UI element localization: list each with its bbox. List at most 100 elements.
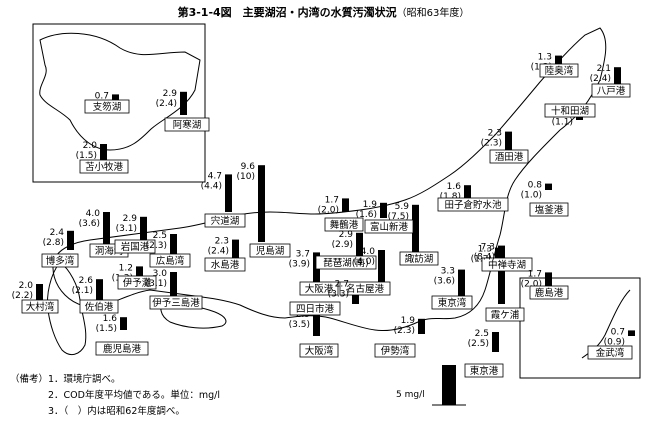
value-63-19: 2.0 — [19, 281, 34, 291]
label-box-32 — [289, 301, 341, 316]
category-label-23: 琵琶湖(南) — [323, 257, 368, 269]
value-62-5: (1.5) — [76, 151, 97, 161]
value-63-0: 1.3 — [538, 53, 552, 63]
bar-15 — [140, 216, 147, 240]
value-63-30: 7.3 — [481, 243, 495, 253]
label-box-1 — [591, 83, 631, 98]
bar-35 — [628, 330, 635, 336]
category-label-7: 宍道湖 — [211, 215, 240, 227]
value-63-5: 2.0 — [83, 141, 98, 151]
value-63-27: 1.7 — [528, 269, 542, 279]
value-62-13: (2.8) — [43, 238, 64, 248]
label-box-25 — [399, 251, 439, 266]
bar-18 — [232, 239, 239, 258]
bar-4 — [180, 91, 187, 115]
value-63-28: 1.6 — [103, 314, 118, 324]
value-62-10: (1.6) — [356, 210, 377, 220]
label-box-10 — [364, 219, 414, 234]
category-label-19: 大村湾 — [26, 301, 55, 313]
category-label-13: 博多湾 — [46, 255, 75, 267]
category-label-2: 十和田湖 — [551, 105, 589, 117]
value-63-18: 2.3 — [215, 237, 229, 247]
value-62-29: (3.6) — [434, 277, 455, 287]
value-63-7: 4.7 — [208, 171, 222, 181]
value-62-1: (2.4) — [590, 74, 611, 84]
category-label-27: 鹿島港 — [535, 287, 564, 299]
value-62-19: (2.2) — [12, 291, 33, 301]
note-1: 1．環境庁調べ。 — [48, 374, 121, 385]
bar-13 — [67, 230, 74, 250]
hokkaido-inset-frame — [32, 23, 206, 183]
value-63-14: 4.0 — [86, 209, 101, 219]
bar-34 — [492, 332, 499, 352]
category-label-16: 広島湾 — [156, 255, 185, 267]
category-label-4: 阿寒湖 — [173, 119, 202, 131]
value-63-33: 1.9 — [401, 316, 416, 326]
bar-1 — [614, 67, 621, 84]
label-box-9 — [324, 217, 364, 232]
category-label-18: 水島港 — [211, 259, 240, 271]
bar-6 — [505, 131, 512, 150]
category-label-15: 岩国港 — [121, 241, 150, 253]
hokkaido-outline — [39, 32, 201, 151]
bar-33 — [418, 318, 425, 334]
label-box-15 — [114, 239, 156, 254]
bar-21 — [170, 272, 177, 296]
value-62-26: (1.2) — [471, 255, 492, 265]
label-box-13 — [41, 253, 79, 268]
label-box-8 — [249, 243, 291, 258]
value-63-1: 2.1 — [597, 64, 611, 74]
category-label-10: 富山新港 — [370, 221, 409, 233]
category-label-31: 大阪湾 — [305, 345, 334, 357]
bar-29 — [458, 269, 465, 296]
category-label-29: 東京湾 — [438, 297, 467, 309]
chart-title: 第3-1-4図 主要湖沼・内湾の水質汚濁状況（昭和63年度） — [177, 6, 470, 19]
label-box-31 — [299, 343, 339, 358]
value-63-13: 2.4 — [50, 228, 65, 238]
label-box-28 — [95, 341, 149, 356]
labels: 1.3(1.3)陸奥湾2.1(2.4)八戸港1.2(1.1)十和田湖0.7(0.… — [12, 53, 633, 378]
category-label-25: 諏訪湖 — [405, 253, 434, 265]
value-62-31: (3.5) — [289, 320, 310, 330]
value-62-18: (2.4) — [208, 247, 229, 257]
label-box-2 — [544, 103, 596, 118]
bar-7 — [225, 174, 232, 212]
value-63-8: 9.6 — [241, 162, 256, 172]
value-62-28: (1.5) — [96, 324, 117, 334]
value-63-29: 3.3 — [441, 267, 455, 277]
value-62-7: (4.4) — [201, 181, 222, 191]
value-63-12: 0.8 — [528, 181, 543, 191]
category-label-34: 東京港 — [470, 365, 499, 377]
label-box-24 — [339, 281, 391, 296]
value-63-6: 2.3 — [488, 129, 502, 139]
value-63-15: 2.9 — [123, 214, 138, 224]
bar-16 — [170, 234, 177, 254]
label-box-17 — [117, 275, 157, 290]
bar-14 — [103, 212, 110, 244]
value-62-35: (0.9) — [604, 337, 625, 347]
value-62-20: (2.1) — [72, 286, 93, 296]
value-62-8: (10) — [237, 172, 255, 182]
label-box-34 — [464, 363, 504, 378]
value-62-6: (2.3) — [481, 139, 502, 149]
bar-23 — [356, 232, 363, 256]
value-63-25: 5.9 — [395, 202, 410, 212]
category-label-6: 酒田港 — [495, 151, 524, 163]
scale-bar — [442, 365, 456, 405]
value-63-34: 2.5 — [475, 329, 489, 339]
label-box-23 — [315, 255, 377, 270]
category-label-35: 金武湾 — [596, 347, 625, 359]
value-63-26: 1.3 — [478, 245, 492, 255]
okinawa-inset-frame — [519, 277, 641, 379]
scale-label: 5 mg/l — [396, 390, 425, 400]
bars — [36, 55, 635, 352]
value-62-24: (4.0) — [354, 257, 375, 267]
value-62-21: (3.1) — [146, 279, 167, 289]
bar-27 — [545, 272, 552, 286]
value-62-30: (8.4) — [474, 253, 495, 263]
label-box-26 — [481, 257, 533, 272]
notes: （備考）1．環境庁調べ。 2．COD年度平均値である。単位：mg/l 3．（ ）… — [10, 372, 220, 420]
value-62-25: (7.5) — [388, 212, 409, 222]
bar-9 — [342, 198, 349, 212]
value-62-15: (3.1) — [116, 224, 137, 234]
